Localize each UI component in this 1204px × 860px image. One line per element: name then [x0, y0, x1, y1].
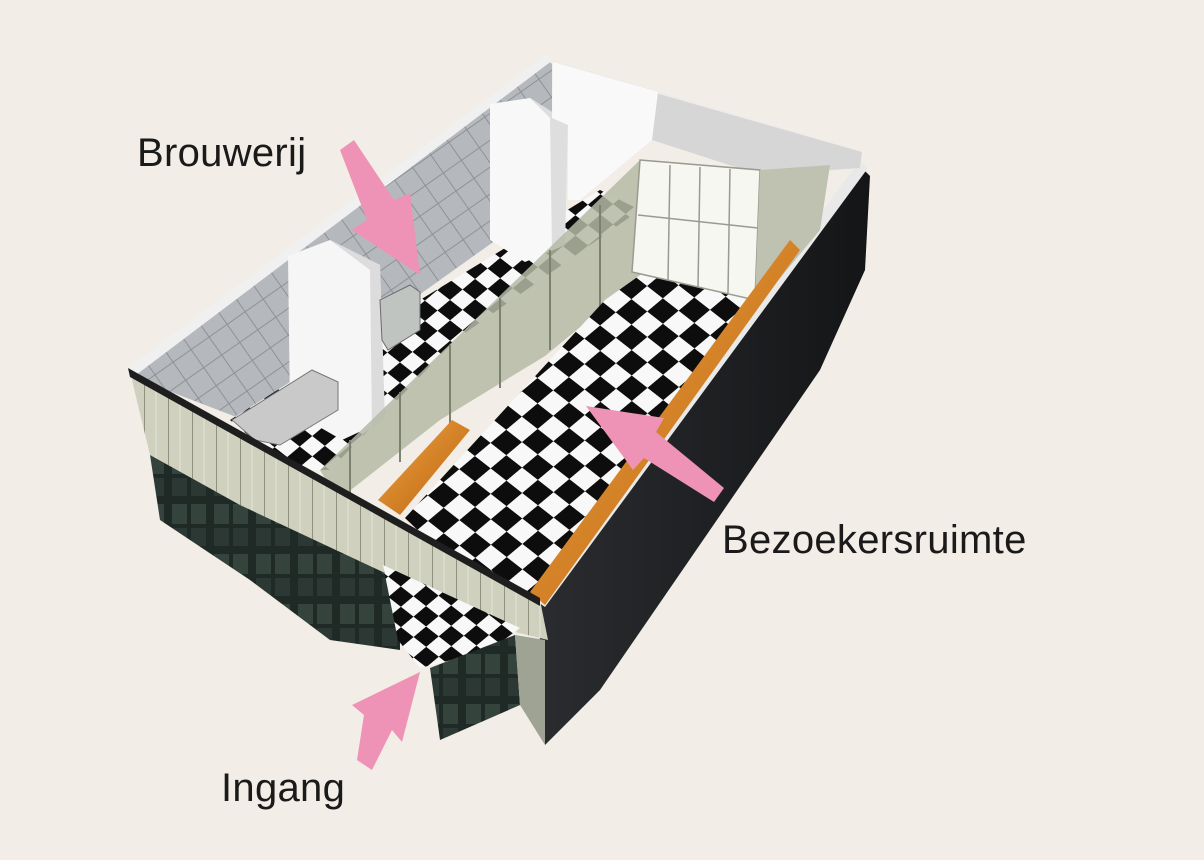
glass-partition-mullions — [349, 205, 601, 495]
pointer-arrows — [340, 140, 724, 770]
far-end-wall-face — [652, 92, 862, 175]
far-wall-door-panels — [637, 164, 759, 294]
brewery-partition-rear — [490, 98, 568, 262]
brewery-cabinet-right — [379, 284, 421, 351]
entrance-door — [430, 635, 520, 740]
brewery-tiled-back-wall — [130, 58, 552, 430]
label-bezoekersruimte: Bezoekersruimte — [722, 518, 1027, 562]
brewery-partition-front-side — [330, 240, 385, 428]
bar-counter-right — [530, 240, 800, 605]
pointer-arrow-icon — [586, 406, 724, 502]
label-brouwerij: Brouwerij — [137, 131, 307, 175]
brewery-partition-rear-side — [530, 98, 568, 250]
front-wall-panels — [130, 372, 548, 640]
front-wall-windows — [150, 455, 400, 650]
front-wall-top-edge — [128, 368, 540, 606]
glass-partition-wall — [320, 160, 652, 500]
brewery-back-panel — [552, 62, 658, 200]
wall-top-edge-back — [125, 55, 553, 378]
label-ingang: Ingang — [221, 766, 346, 810]
visitor-area-floor — [405, 268, 760, 600]
pointer-arrow-icon — [352, 672, 420, 770]
entrance-side-wall — [515, 635, 545, 745]
pointer-arrow-icon — [340, 140, 420, 275]
entrance-floor — [383, 565, 520, 668]
bar-counter-left — [378, 420, 470, 515]
exterior-right-wall — [535, 168, 870, 745]
